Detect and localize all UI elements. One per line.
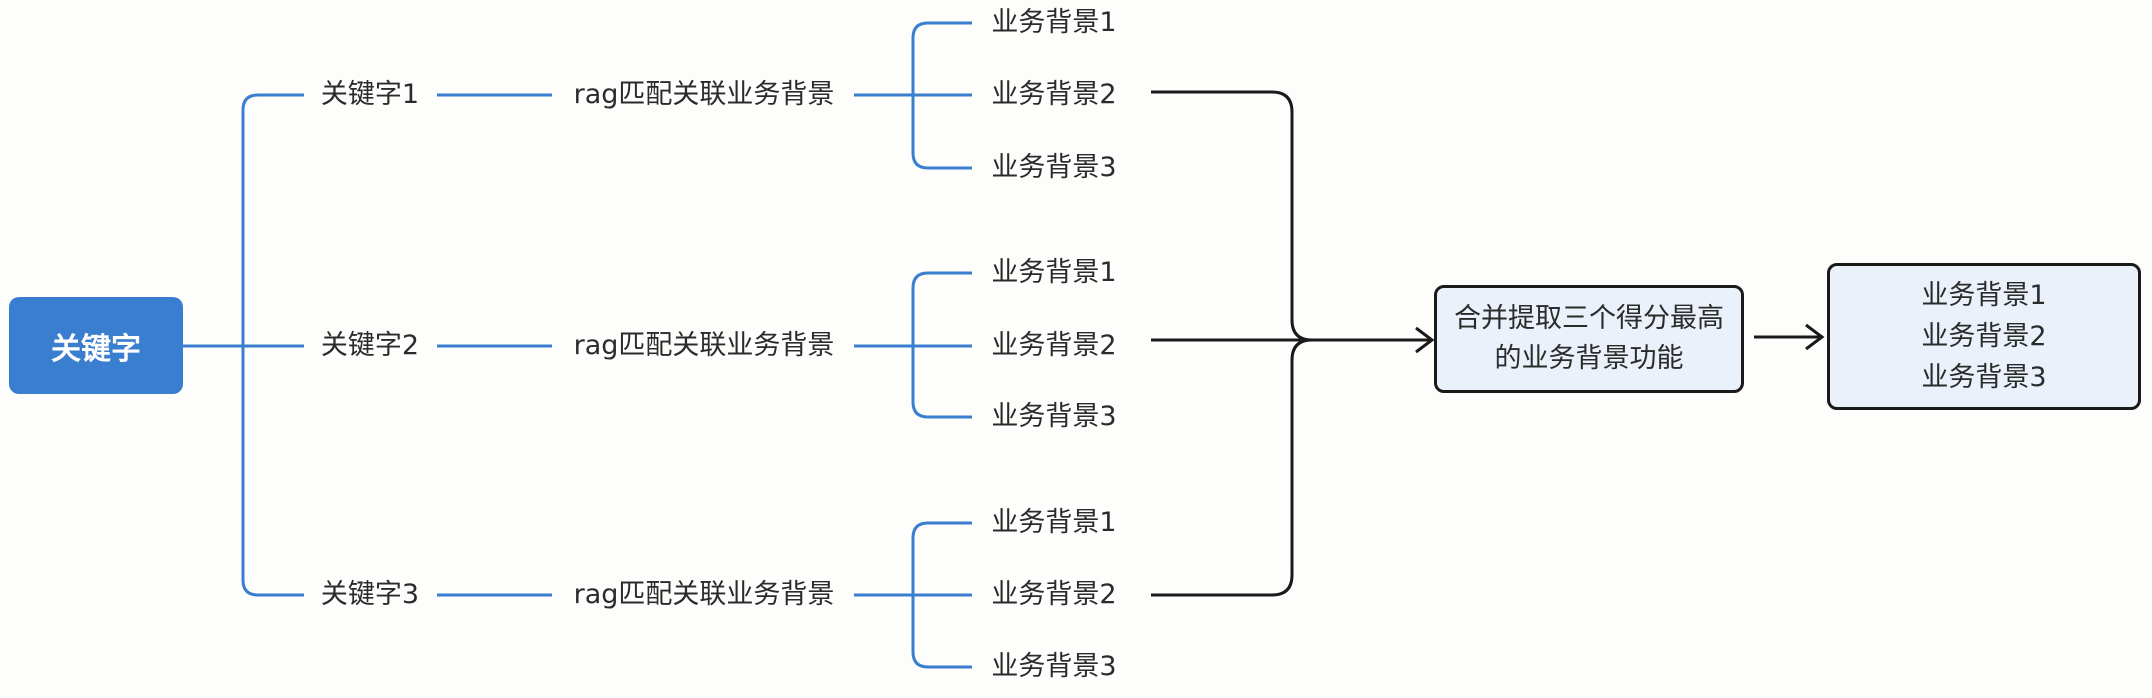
branch-3-background-1[interactable]: 业务背景1 xyxy=(991,507,1117,538)
branch-3-background-3[interactable]: 业务背景3 xyxy=(991,651,1117,682)
branch-2-background-1[interactable]: 业务背景1 xyxy=(991,257,1117,288)
result-line-3: 业务背景3 xyxy=(1921,362,2047,393)
root-keyword-node[interactable]: 关键字 xyxy=(9,297,183,394)
keyword-2-label[interactable]: 关键字2 xyxy=(320,330,420,361)
result-backgrounds-node[interactable]: 业务背景1 业务背景2 业务背景3 xyxy=(1827,263,2141,410)
keyword-1-label[interactable]: 关键字1 xyxy=(320,79,420,110)
branch-1-background-1[interactable]: 业务背景1 xyxy=(991,7,1117,38)
merge-node-line-2: 的业务背景功能 xyxy=(1494,343,1684,374)
merge-top-three-node[interactable]: 合并提取三个得分最高 的业务背景功能 xyxy=(1434,285,1744,393)
keyword-3-label[interactable]: 关键字3 xyxy=(320,579,420,610)
arrowhead-to-result xyxy=(1805,323,1825,351)
rag-match-label-3[interactable]: rag匹配关联业务背景 xyxy=(573,579,835,610)
branch-2-background-3[interactable]: 业务背景3 xyxy=(991,401,1117,432)
branch-2-background-2[interactable]: 业务背景2 xyxy=(991,330,1117,361)
rag-match-label-2[interactable]: rag匹配关联业务背景 xyxy=(573,330,835,361)
branch-1-background-2[interactable]: 业务背景2 xyxy=(991,79,1117,110)
branch-1-background-3[interactable]: 业务背景3 xyxy=(991,152,1117,183)
result-line-1: 业务背景1 xyxy=(1921,280,2047,311)
arrowhead-to-merge xyxy=(1415,326,1435,354)
merge-node-line-1: 合并提取三个得分最高 xyxy=(1454,303,1724,334)
result-line-2: 业务背景2 xyxy=(1921,321,2047,352)
branch-3-background-2[interactable]: 业务背景2 xyxy=(991,579,1117,610)
connector-merge-top xyxy=(1151,90,1313,342)
connector-merge-bottom xyxy=(1151,338,1313,597)
rag-match-label-1[interactable]: rag匹配关联业务背景 xyxy=(573,79,835,110)
